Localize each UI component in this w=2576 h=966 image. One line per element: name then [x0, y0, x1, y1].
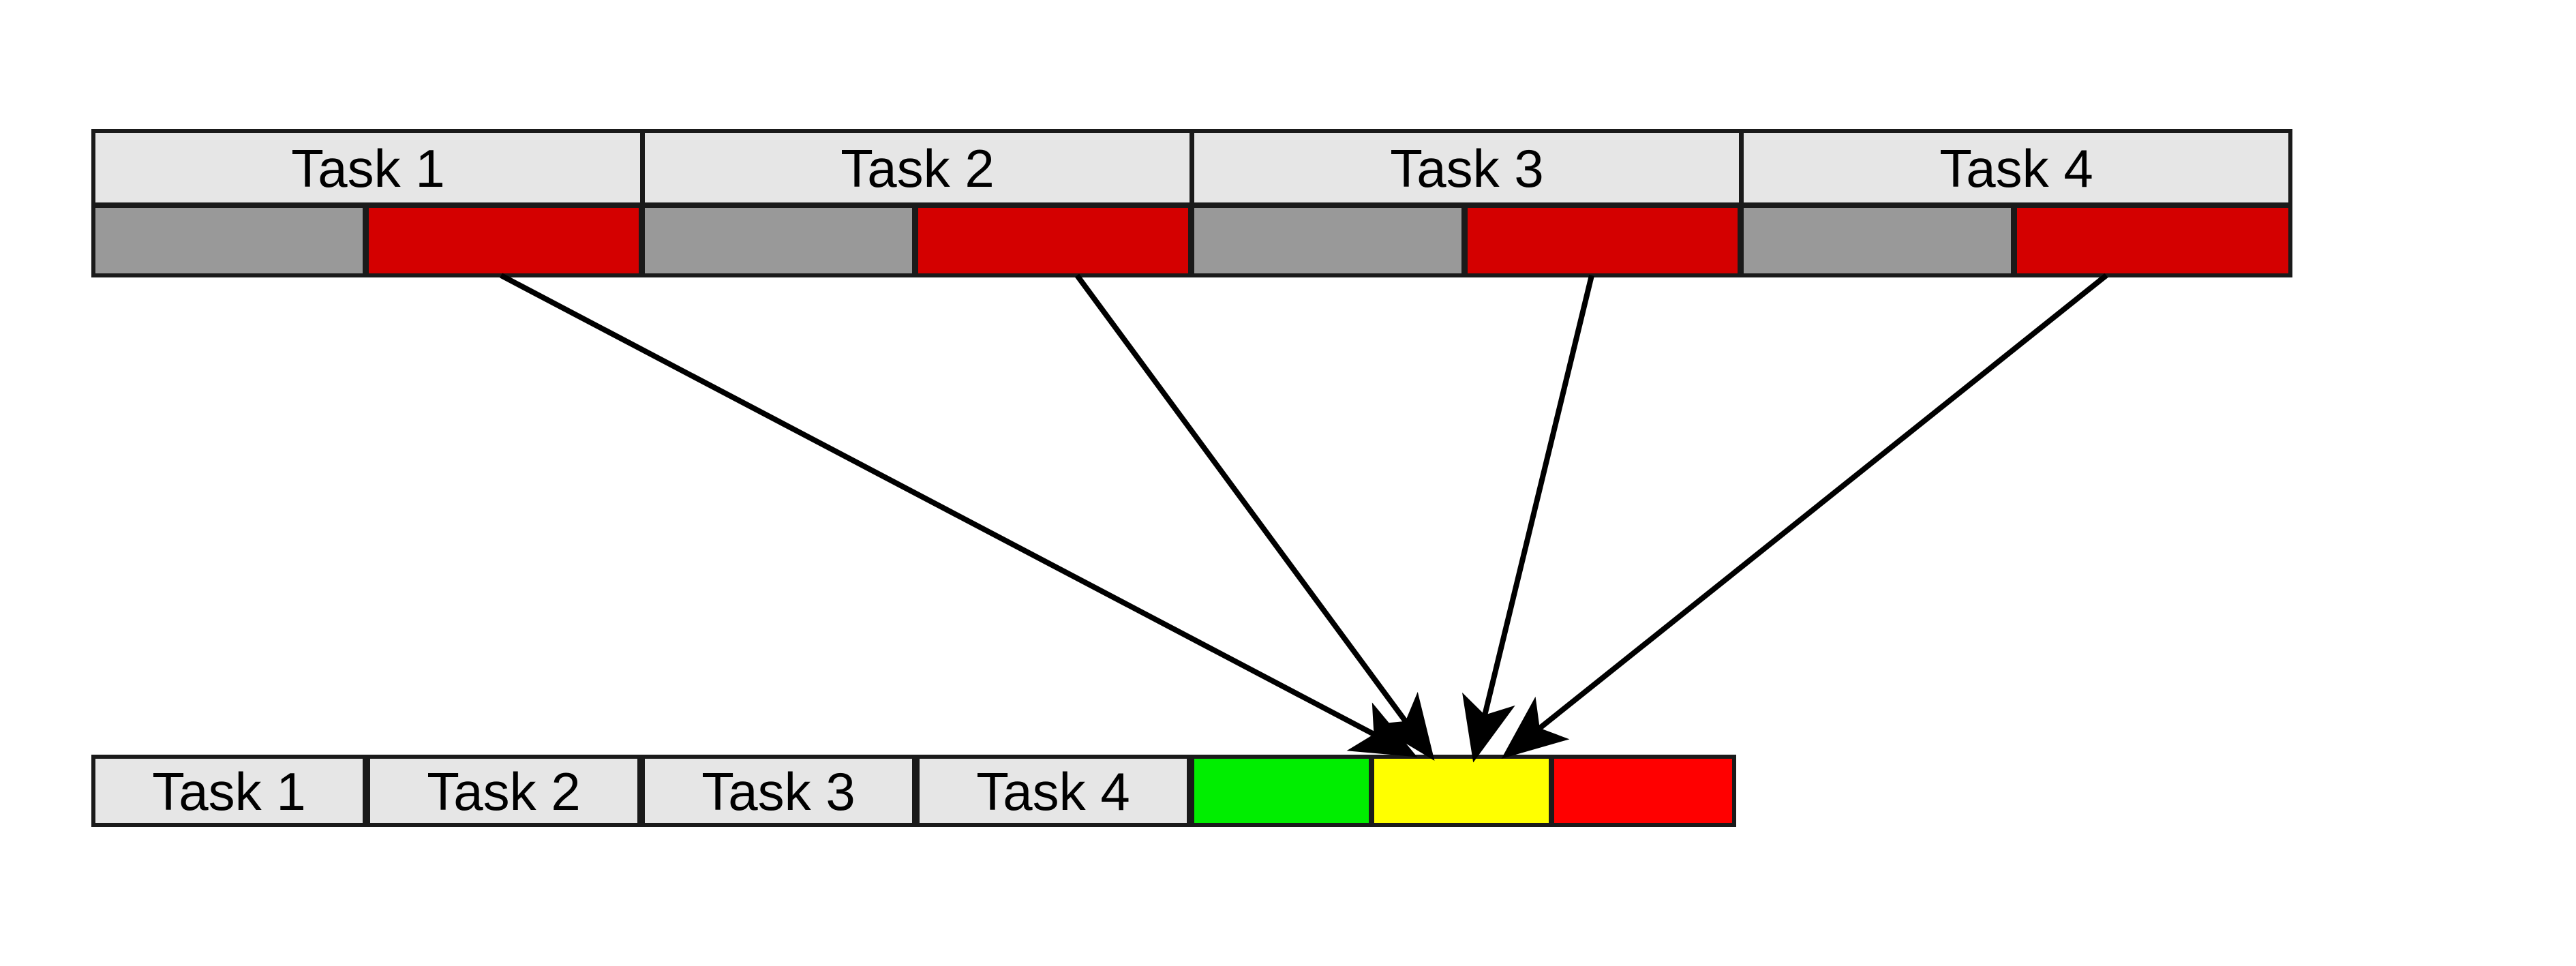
top-task-4-red-segment — [2013, 204, 2292, 277]
status-block-red — [1550, 755, 1736, 827]
top-task-3-red-segment — [1464, 204, 1742, 277]
status-block-yellow — [1370, 755, 1553, 827]
arrow-task-2-to-yellow — [1074, 273, 1435, 761]
bottom-task-label-1: Task 1 — [152, 761, 305, 821]
top-task-header-1: Task 1 — [91, 129, 644, 207]
bottom-task-1: Task 1 — [91, 755, 367, 827]
bottom-task-3: Task 3 — [641, 755, 916, 827]
top-task-2-gray-segment — [641, 204, 916, 277]
arrow-task-1-to-yellow — [500, 273, 1418, 757]
top-task-label-4: Task 4 — [1939, 138, 2093, 198]
top-task-2-red-segment — [914, 204, 1192, 277]
top-task-4-gray-segment — [1740, 204, 2015, 277]
top-task-label-1: Task 1 — [291, 138, 444, 198]
bottom-task-2: Task 2 — [366, 755, 641, 827]
top-task-header-4: Task 4 — [1740, 129, 2292, 207]
top-task-3-gray-segment — [1190, 204, 1466, 277]
bottom-task-label-3: Task 3 — [701, 761, 855, 821]
bottom-task-label-4: Task 4 — [976, 761, 1130, 821]
status-block-green — [1190, 755, 1373, 827]
arrow-task-3-to-yellow — [1462, 275, 1594, 763]
bottom-task-4: Task 4 — [915, 755, 1191, 827]
top-task-1-gray-segment — [91, 204, 367, 277]
bottom-task-label-2: Task 2 — [427, 761, 580, 821]
arrow-task-4-to-yellow — [1501, 273, 2108, 759]
top-task-header-3: Task 3 — [1190, 129, 1743, 207]
top-task-header-2: Task 2 — [641, 129, 1194, 207]
top-task-label-3: Task 3 — [1390, 138, 1543, 198]
top-task-label-2: Task 2 — [840, 138, 994, 198]
top-task-1-red-segment — [365, 204, 643, 277]
